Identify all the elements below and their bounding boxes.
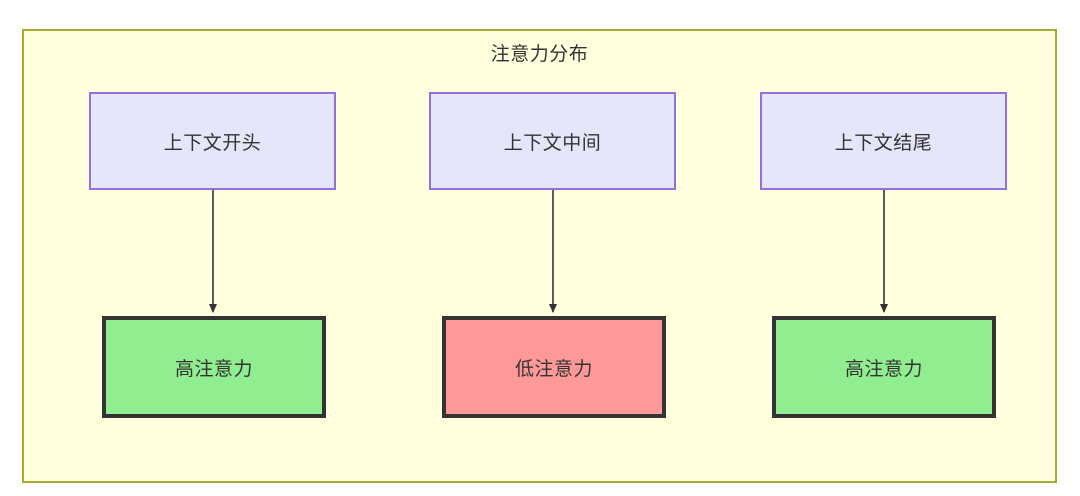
node-result-middle[interactable]: 低注意力: [442, 316, 666, 418]
node-context-middle-label: 上下文中间: [503, 132, 602, 154]
node-context-start-label: 上下文开头: [163, 132, 262, 154]
node-context-middle[interactable]: 上下文中间: [429, 92, 676, 190]
node-context-start[interactable]: 上下文开头: [89, 92, 336, 190]
node-result-end[interactable]: 高注意力: [772, 316, 996, 418]
node-context-end[interactable]: 上下文结尾: [760, 92, 1007, 190]
node-result-middle-label: 低注意力: [514, 358, 593, 380]
subgraph-title: 注意力分布: [490, 44, 589, 65]
node-result-end-label: 高注意力: [844, 358, 923, 380]
node-context-end-label: 上下文结尾: [834, 132, 933, 154]
node-result-start[interactable]: 高注意力: [102, 316, 326, 418]
node-result-start-label: 高注意力: [174, 358, 253, 380]
